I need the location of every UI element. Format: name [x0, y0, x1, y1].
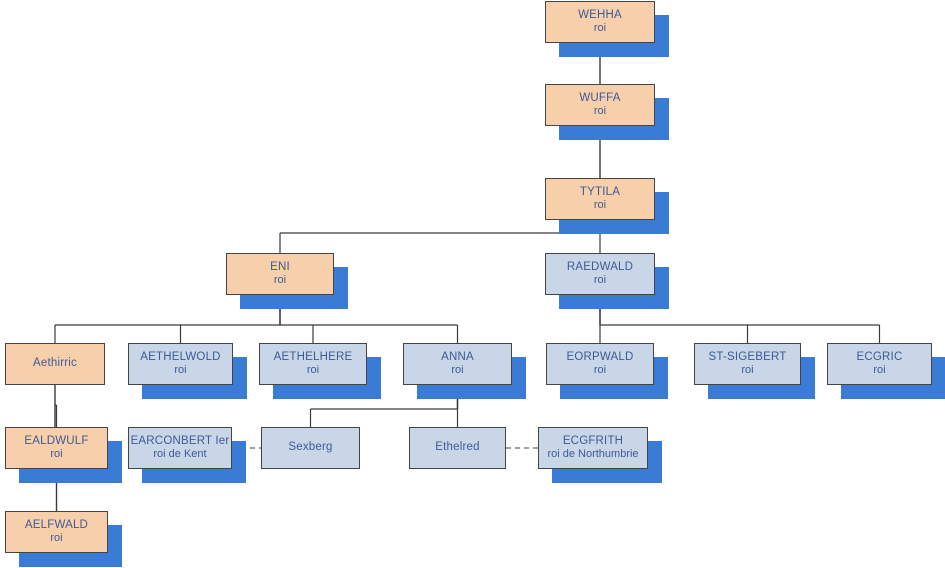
node-name: ECGRIC [856, 351, 903, 364]
node-title: roi [873, 364, 886, 377]
node-name: EARCONBERT Ier [130, 435, 230, 448]
node-name: Aethirric [33, 357, 77, 370]
node-title: roi [174, 364, 187, 377]
node-name: WEHHA [578, 9, 622, 22]
node-title: roi [273, 274, 287, 287]
node-title: roi [50, 532, 63, 545]
node-name: Ethelred [435, 441, 480, 454]
node-title: roi [593, 364, 607, 377]
node-sexberg[interactable]: Sexberg [261, 427, 360, 469]
node-name: ECGFRITH [562, 435, 624, 448]
node-name: AELFWALD [24, 519, 89, 532]
node-name: EALDWULF [24, 435, 89, 448]
node-name: ENI [270, 261, 290, 274]
node-title: roi [593, 22, 607, 35]
node-aethirric[interactable]: Aethirric [5, 343, 105, 385]
node-title: roi de Kent [153, 448, 207, 461]
node-title: roi [593, 199, 607, 212]
node-title: roi [593, 105, 607, 118]
node-name: ANNA [441, 351, 474, 364]
node-name: RAEDWALD [566, 261, 634, 274]
node-name: ST-SIGEBERT [708, 351, 787, 364]
node-ethelred[interactable]: Ethelred [409, 427, 506, 469]
node-title: roi de Northumbrie [547, 448, 639, 461]
node-name: AETHELHERE [273, 351, 353, 364]
node-title: roi [451, 364, 464, 377]
node-title: roi [593, 274, 607, 287]
node-name: TYTILA [579, 186, 621, 199]
node-title: roi [741, 364, 754, 377]
node-title: roi [306, 364, 320, 377]
node-title: roi [50, 448, 63, 461]
node-name: Sexberg [288, 441, 333, 454]
node-name: AETHELWOLD [140, 351, 221, 364]
node-name: WUFFA [579, 92, 621, 105]
node-name: EORPWALD [566, 351, 634, 364]
